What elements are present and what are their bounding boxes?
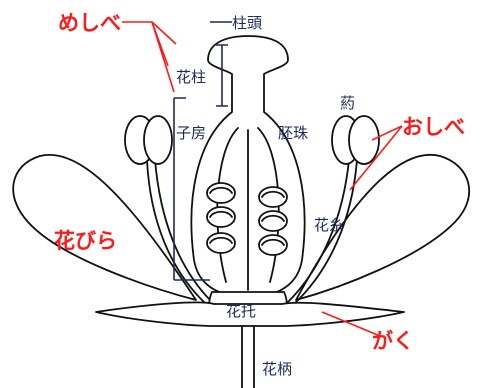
anther-left (125, 116, 172, 164)
label-stigma: 柱頭 (232, 14, 262, 32)
label-style: 花柱 (176, 68, 206, 86)
anther-right (332, 116, 379, 164)
label-receptacle: 花托 (226, 302, 256, 320)
pistil-leader (122, 22, 176, 92)
label-pistil: めしべ (58, 11, 121, 35)
label-sepal: がく (372, 329, 414, 353)
label-stamen: おしべ (402, 115, 465, 139)
pedicel (242, 326, 254, 388)
label-petal: 花びら (54, 229, 117, 253)
label-anther: 葯 (340, 94, 355, 112)
label-ovary: 子房 (176, 124, 206, 142)
label-pedicel: 花柄 (262, 360, 292, 378)
label-ovule: 胚珠 (278, 124, 308, 142)
label-filament: 花糸 (314, 216, 344, 234)
